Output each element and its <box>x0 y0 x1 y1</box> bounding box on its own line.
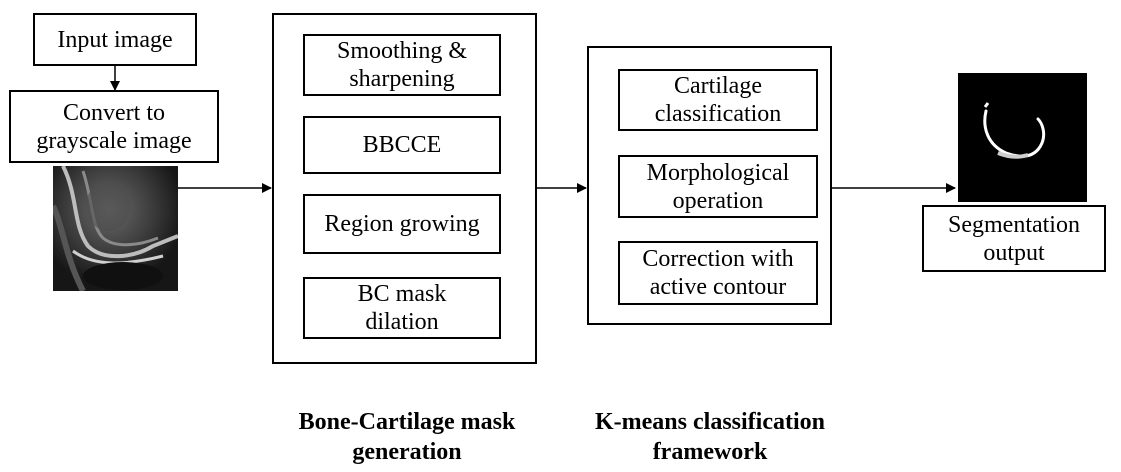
morphological-operation-box: Morphological operation <box>618 155 818 218</box>
input-image-box: Input image <box>33 13 197 66</box>
segmentation-output-box: Segmentation output <box>922 205 1106 272</box>
correction-active-contour-box: Correction with active contour <box>618 241 818 305</box>
region-growing-box: Region growing <box>303 194 501 254</box>
smoothing-sharpening-box: Smoothing & sharpening <box>303 34 501 96</box>
bbcce-box: BBCCE <box>303 116 501 174</box>
bc-mask-dilation-box: BC mask dilation <box>303 277 501 339</box>
cartilage-classification-box: Cartilage classification <box>618 69 818 131</box>
segmentation-output-image <box>958 73 1087 202</box>
convert-grayscale-box: Convert to grayscale image <box>9 90 219 163</box>
bone-cartilage-caption: Bone-Cartilage mask generation <box>298 409 516 465</box>
knee-mri-image <box>53 166 178 291</box>
kmeans-caption: K-means classification framework <box>595 409 825 465</box>
